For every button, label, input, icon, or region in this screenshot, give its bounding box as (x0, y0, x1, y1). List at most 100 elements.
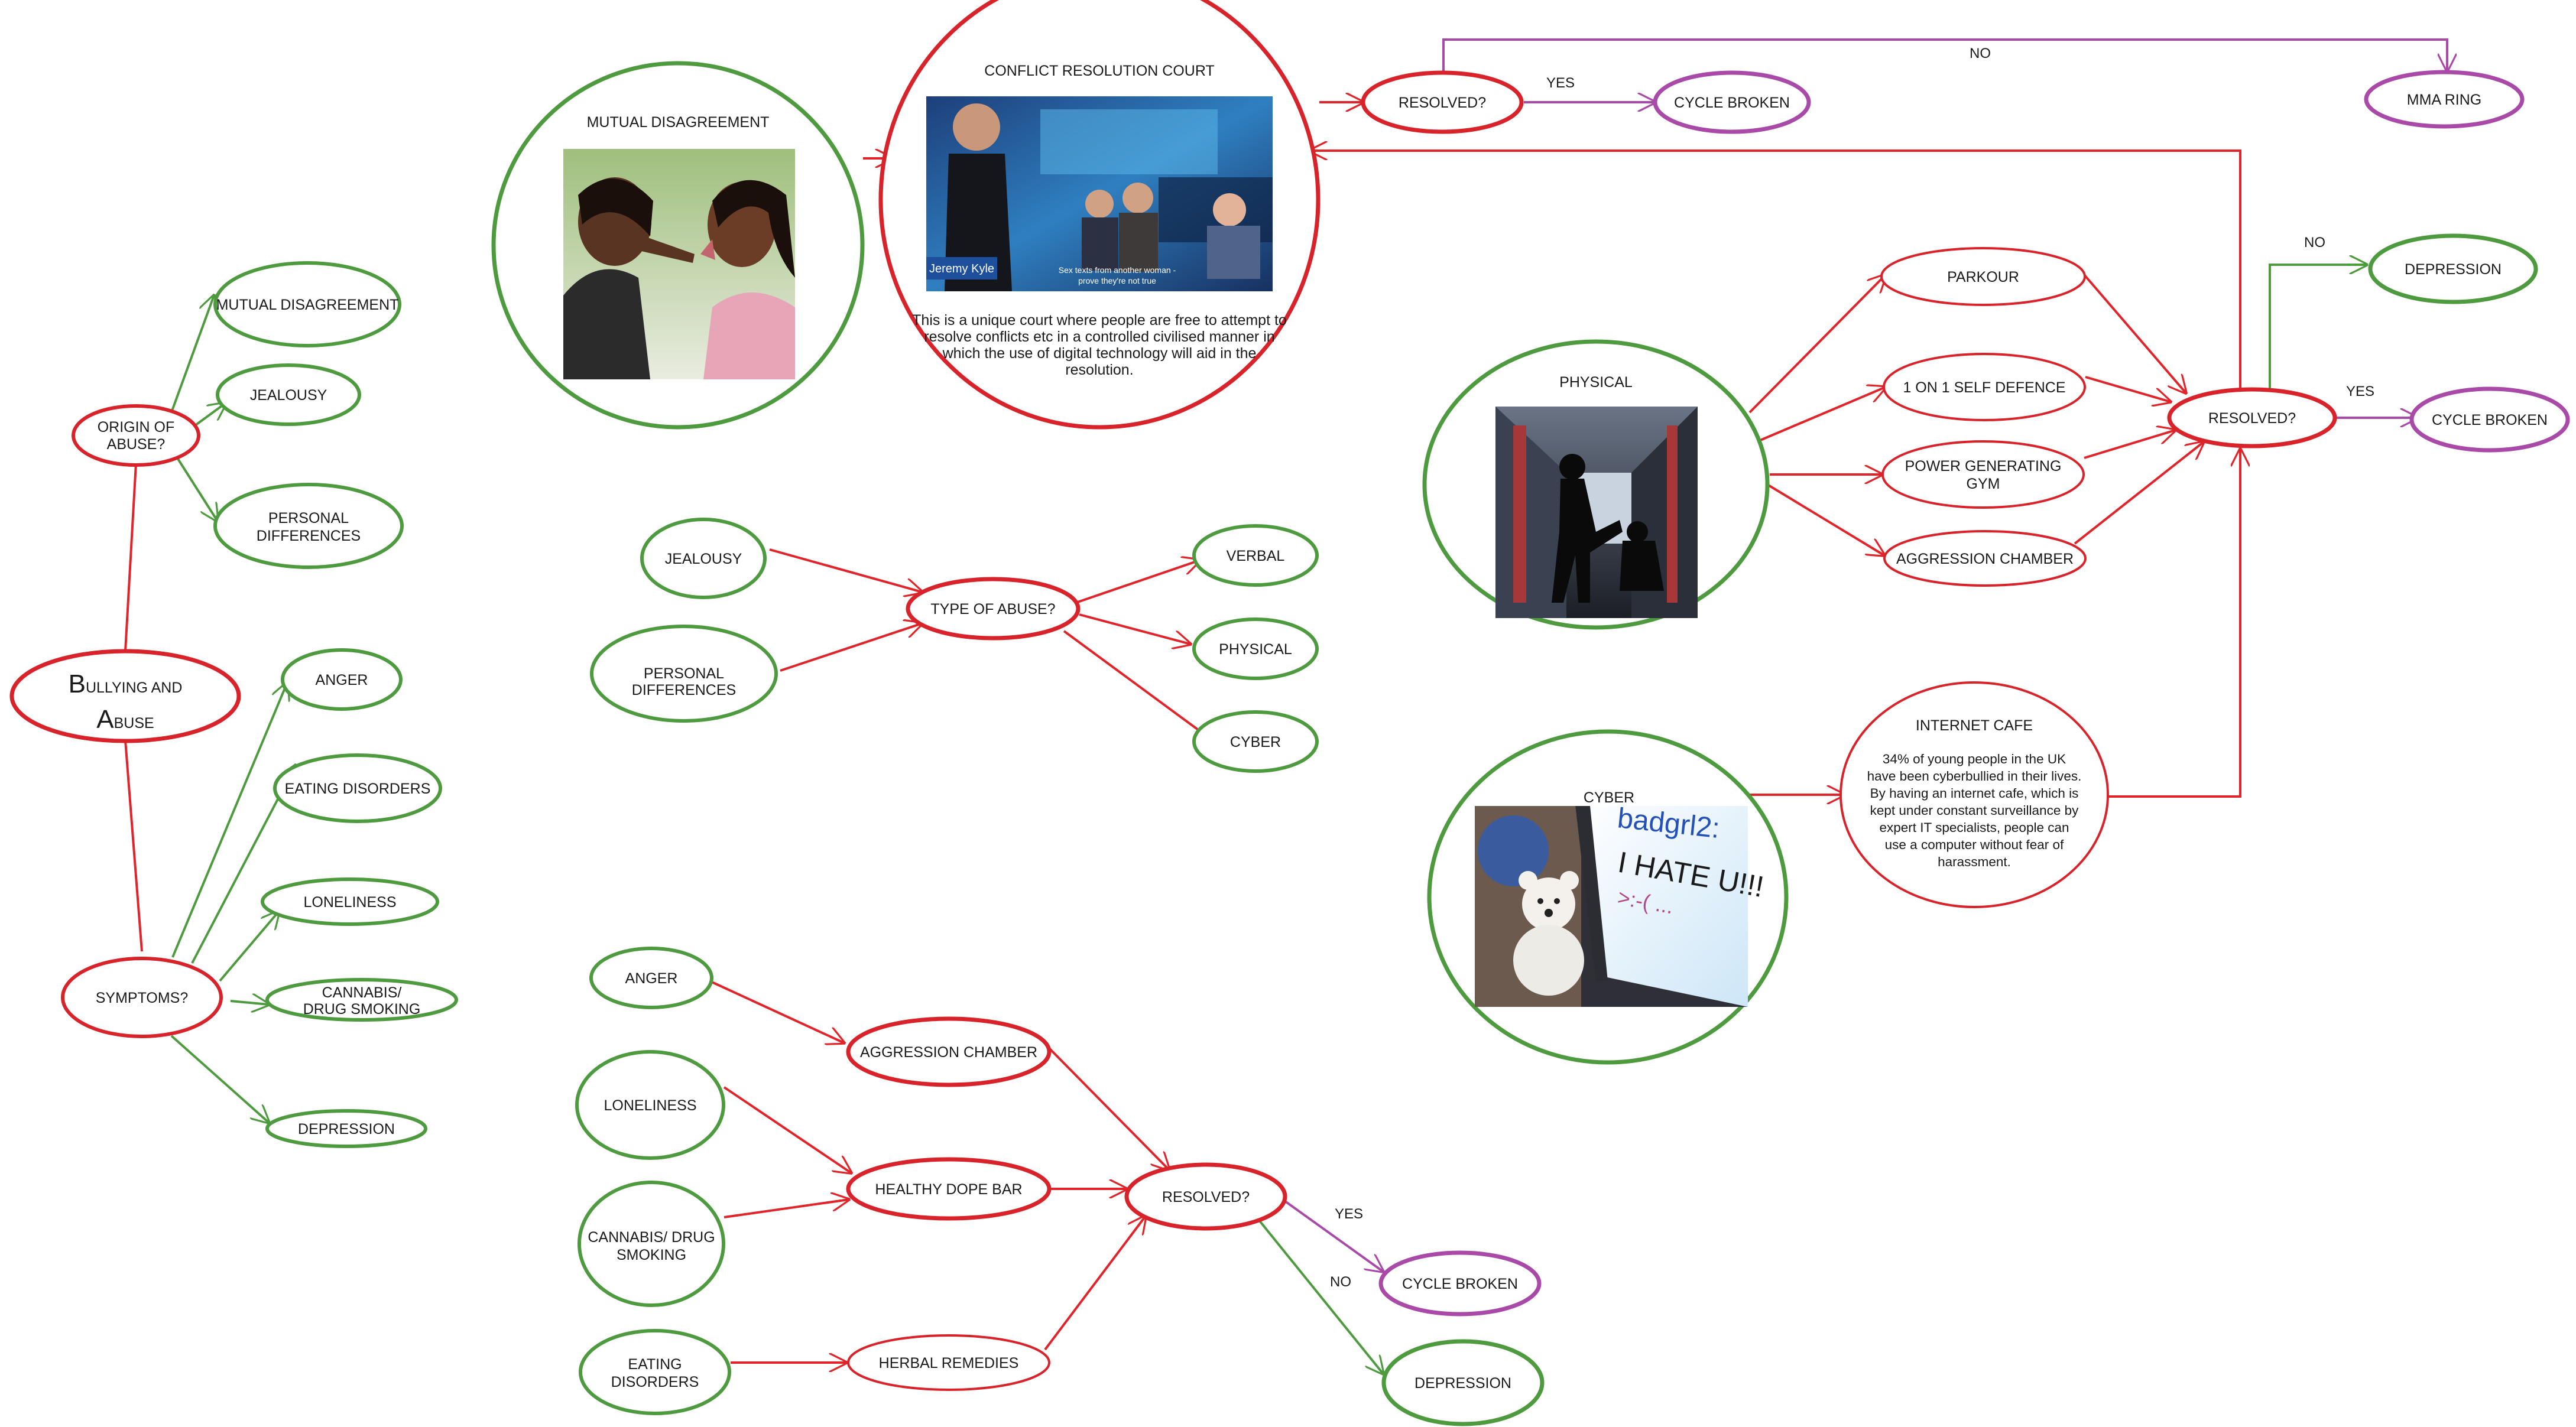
type-physical[interactable]: PHYSICAL (1192, 617, 1319, 680)
internet-cafe-node[interactable]: INTERNET CAFE 34% of young people in the… (1839, 681, 2109, 908)
edge-herbal-resolved (1044, 1216, 1146, 1351)
option-aggression-label: AGGRESSION CHAMBER (1896, 551, 2074, 567)
origin-item-personal-label-2: DIFFERENCES (257, 528, 361, 544)
cyber-title: CYBER (1584, 789, 1634, 806)
type-verbal-label: VERBAL (1227, 548, 1285, 564)
mutual-node[interactable]: MUTUAL DISAGREEMENT (491, 61, 865, 430)
edge-symptoms-anger (171, 682, 287, 958)
edge-symptoms-cannabis (230, 1001, 269, 1005)
option-parkour[interactable]: PARKOUR (1880, 247, 2086, 306)
physical-title: PHYSICAL (1559, 374, 1633, 391)
internet-cafe-text-3: By having an internet cafe, which is (1870, 786, 2079, 801)
bottom-cannabis[interactable]: CANNABIS/ DRUG SMOKING (578, 1181, 725, 1307)
type-verbal[interactable]: VERBAL (1192, 524, 1319, 587)
option-gym-label-2: GYM (1967, 476, 2000, 492)
internet-cafe-text-1: 34% of young people in the UK (1883, 752, 2066, 766)
origin-node[interactable]: ORIGIN OF ABUSE? (72, 404, 200, 467)
root-node[interactable]: BULLYING AND ABUSE (9, 649, 241, 743)
edge-type-verbal (1075, 560, 1200, 604)
two-women-arguing-photo (563, 149, 795, 379)
type-jealousy[interactable]: JEALOUSY (640, 518, 767, 599)
bottom-resolved-label: RESOLVED? (1162, 1189, 1250, 1205)
physical-node[interactable]: PHYSICAL (1422, 339, 1770, 630)
bottom-healthy-dope-bar[interactable]: HEALTHY DOPE BAR (846, 1157, 1052, 1221)
origin-item-mutual-label: MUTUAL DISAGREEMENT (216, 297, 399, 313)
bottom-aggression-chamber[interactable]: AGGRESSION CHAMBER (846, 1016, 1052, 1087)
edge-symptoms-loneliness (219, 911, 279, 982)
edge-root-symptoms (124, 740, 143, 952)
edge-type-physical (1079, 613, 1190, 644)
origin-item-jealousy-label: JEALOUSY (250, 387, 327, 404)
symptom-cannabis[interactable]: CANNABIS/ DRUG SMOKING (265, 978, 458, 1022)
mutual-title: MUTUAL DISAGREEMENT (587, 114, 770, 131)
label-yes-right: YES (2346, 383, 2374, 399)
bottom-loneliness[interactable]: LONELINESS (575, 1050, 725, 1160)
symptom-cannabis-label-2: DRUG SMOKING (303, 1001, 421, 1018)
bottom-cannabis-label-1: CANNABIS/ DRUG (588, 1229, 715, 1246)
school-corridor-bullying-photo (1495, 407, 1698, 618)
label-no-bottom: NO (1330, 1274, 1351, 1290)
option-self-defence[interactable]: 1 ON 1 SELF DEFENCE (1883, 353, 2086, 421)
edge-selfdefence-resolved (2085, 376, 2171, 402)
edge-physical-selfdefence (1760, 387, 1886, 441)
origin-item-jealousy[interactable]: JEALOUSY (216, 363, 361, 426)
edge-origin-jealousy (194, 403, 226, 427)
bottom-cycle-broken[interactable]: CYCLE BROKEN (1378, 1250, 1542, 1317)
edge-right-no (2269, 265, 2367, 390)
edge-parkour-resolved (2083, 274, 2186, 393)
bottom-herbal-remedies[interactable]: HERBAL REMEDIES (847, 1334, 1050, 1391)
type-cyber-label: CYBER (1230, 734, 1281, 750)
origin-label-1: ORIGIN OF (98, 419, 175, 435)
bottom-aggression-label: AGGRESSION CHAMBER (860, 1044, 1037, 1061)
symptom-cannabis-label-1: CANNABIS/ (322, 984, 402, 1001)
label-no-top: NO (1970, 45, 1991, 61)
symptom-eating[interactable]: EATING DISORDERS (273, 753, 442, 823)
type-personal[interactable]: PERSONAL DIFFERENCES (590, 625, 778, 723)
origin-item-personal[interactable]: PERSONAL DIFFERENCES (213, 483, 404, 569)
cycle-broken-right[interactable]: CYCLE BROKEN (2409, 386, 2570, 453)
root-line1: BULLYING AND (69, 669, 183, 698)
depression-right[interactable]: DEPRESSION (2368, 233, 2538, 304)
edge-symptoms-depression (170, 1035, 269, 1123)
origin-item-mutual[interactable]: MUTUAL DISAGREEMENT (213, 261, 401, 347)
symptoms-node[interactable]: SYMPTOMS? (61, 957, 223, 1038)
option-gym[interactable]: POWER GENERATING GYM (1881, 440, 2085, 509)
type-personal-label-2: DIFFERENCES (632, 682, 736, 698)
court-caption-1: Sex texts from another woman - (1059, 265, 1176, 275)
symptom-anger[interactable]: ANGER (281, 648, 403, 711)
tv-studio-court-photo: Jeremy Kyle Sex texts from another woman… (926, 96, 1273, 291)
edge-physical-aggression (1766, 483, 1884, 555)
cycle-broken-top[interactable]: CYCLE BROKEN (1653, 70, 1811, 134)
resolved-right-node[interactable]: RESOLVED? (2167, 387, 2337, 448)
resolved-top-node[interactable]: RESOLVED? (1361, 70, 1524, 134)
symptom-depression-label: DEPRESSION (298, 1121, 395, 1137)
symptom-depression[interactable]: DEPRESSION (265, 1109, 427, 1148)
symptom-eating-label: EATING DISORDERS (285, 781, 431, 797)
court-caption-2: prove they're not true (1078, 276, 1156, 285)
bottom-depression[interactable]: DEPRESSION (1381, 1339, 1545, 1426)
bottom-herbal-label: HERBAL REMEDIES (879, 1355, 1019, 1371)
edge-resolved-no (1442, 38, 2447, 76)
option-aggression-chamber[interactable]: AGGRESSION CHAMBER (1883, 530, 2087, 587)
type-of-abuse-node[interactable]: TYPE OF ABUSE? (906, 577, 1081, 641)
edge-anger-aggression (709, 980, 844, 1043)
mma-ring-node[interactable]: MMA RING (2364, 70, 2525, 129)
edge-jealousy-type (769, 548, 922, 592)
cyber-node[interactable]: badgrl2: I HATE U!!! >:-( ... CYBER (1427, 729, 1789, 1065)
edge-bottom-no (1258, 1219, 1383, 1374)
symptoms-label: SYMPTOMS? (96, 990, 189, 1006)
symptom-loneliness[interactable]: LONELINESS (261, 877, 439, 926)
court-text-2: resolve conflicts etc in a controlled ci… (924, 329, 1274, 345)
type-jealousy-label: JEALOUSY (665, 551, 742, 567)
type-cyber[interactable]: CYBER (1192, 710, 1319, 773)
edge-aggression-resolved-b (1049, 1048, 1169, 1170)
internet-cafe-text-2: have been cyberbullied in their lives. (1867, 769, 2082, 784)
court-node[interactable]: CONFLICT RESOLUTION COURT Jeremy Kyle Se… (878, 0, 1321, 430)
bottom-eating[interactable]: EATING DISORDERS (579, 1329, 731, 1415)
bottom-resolved-node[interactable]: RESOLVED? (1124, 1162, 1287, 1231)
edge-loop-court (1310, 151, 2241, 443)
edge-gym-resolved (2084, 430, 2175, 459)
edge-cannabis-dopebar (724, 1200, 849, 1218)
mma-ring-label: MMA RING (2407, 92, 2481, 108)
bottom-anger[interactable]: ANGER (589, 947, 713, 1009)
